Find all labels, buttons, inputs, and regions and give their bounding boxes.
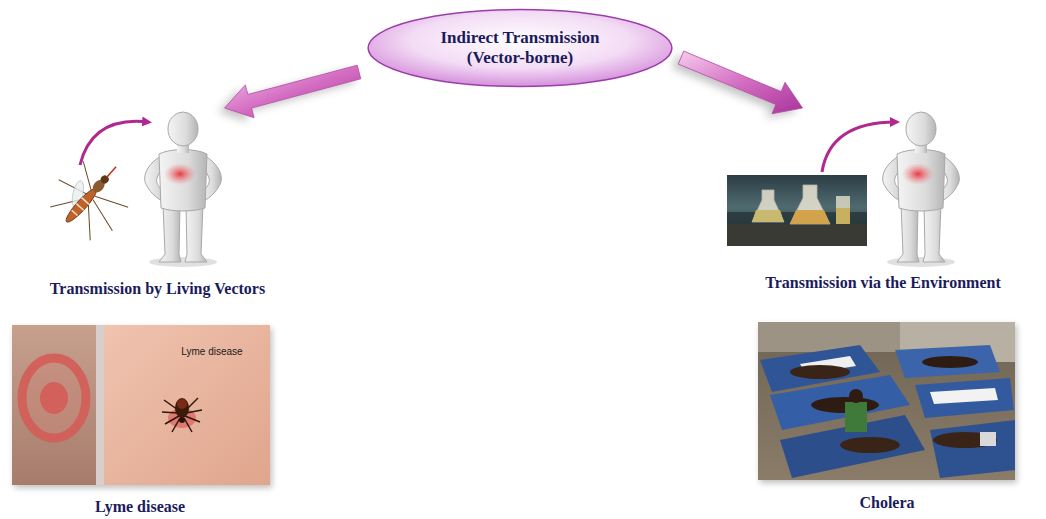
disease-caption: Lyme disease bbox=[95, 497, 185, 516]
arrow-shadow bbox=[219, 69, 355, 122]
arrow-body bbox=[225, 65, 361, 118]
arrow-shadow bbox=[672, 55, 796, 118]
human-figure bbox=[883, 112, 960, 267]
curved-arrow bbox=[80, 121, 148, 165]
lyme-photo bbox=[12, 325, 272, 488]
curved-arrow bbox=[822, 122, 896, 172]
pathway-panel: Transmission via the Environment bbox=[722, 110, 1044, 292]
pathway-panel: Transmission by Living Vectors bbox=[5, 110, 310, 298]
pathway-heading: Transmission via the Environment bbox=[765, 273, 1000, 292]
human-figure bbox=[145, 112, 222, 267]
disease-caption: Cholera bbox=[859, 493, 914, 512]
water-sample-photo bbox=[727, 175, 867, 246]
pathway-heading: Transmission by Living Vectors bbox=[50, 279, 265, 298]
title-text: Indirect Transmission (Vector-borne) bbox=[420, 28, 620, 69]
title-ellipse: Indirect Transmission (Vector-borne) bbox=[365, 8, 675, 88]
block-arrow bbox=[219, 65, 361, 122]
arrow-body bbox=[678, 51, 802, 114]
mosquito-icon bbox=[41, 144, 146, 249]
photo-label: Lyme disease bbox=[181, 346, 242, 358]
ellipse-shape bbox=[368, 10, 672, 87]
block-arrow bbox=[672, 51, 802, 118]
cholera-photo bbox=[758, 322, 1017, 483]
